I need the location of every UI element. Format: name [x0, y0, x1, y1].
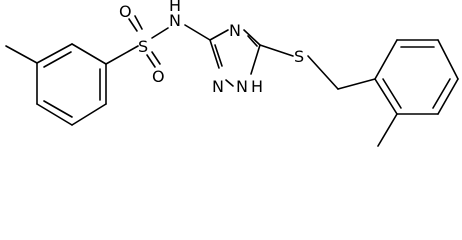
atom-n-ring-top: N — [229, 21, 241, 40]
structure-drawing: S O O N H N N N H S — [5, 0, 459, 147]
atom-o-top: O — [119, 2, 132, 21]
atom-n-amide: N — [169, 11, 181, 30]
methyl-bond-right — [377, 113, 398, 147]
n-c3-bond — [184, 24, 211, 41]
atom-n-ring-nh: N — [236, 77, 248, 96]
s-n-bond — [151, 27, 169, 39]
s-o-top-bond-a — [128, 18, 138, 32]
s-ch2-bond — [307, 55, 339, 90]
atom-h-amide: H — [169, 0, 181, 15]
atom-s-thioether: S — [294, 47, 304, 66]
s-o-top-bond-b — [134, 15, 143, 30]
aryl-sulfur-bond — [105, 45, 139, 65]
atom-n-ring-bottom: N — [212, 77, 224, 96]
s-o-bottom-bond-a — [146, 54, 156, 68]
ch2-aryl-bond — [337, 78, 376, 90]
atom-o-bottom: O — [152, 67, 165, 86]
c5-s-bond — [259, 44, 294, 57]
methyl-bond-left — [5, 45, 38, 64]
triazole-ring — [209, 29, 261, 87]
atom-h-ring-nh: H — [251, 77, 263, 96]
s-o-bottom-bond-b — [151, 51, 161, 65]
toluene-ring-left — [36, 43, 107, 126]
atom-s-sulfonyl: S — [138, 37, 148, 56]
toluene-ring-right — [374, 39, 459, 115]
molecule-diagram: S O O N H N N N H S — [5, 0, 459, 147]
